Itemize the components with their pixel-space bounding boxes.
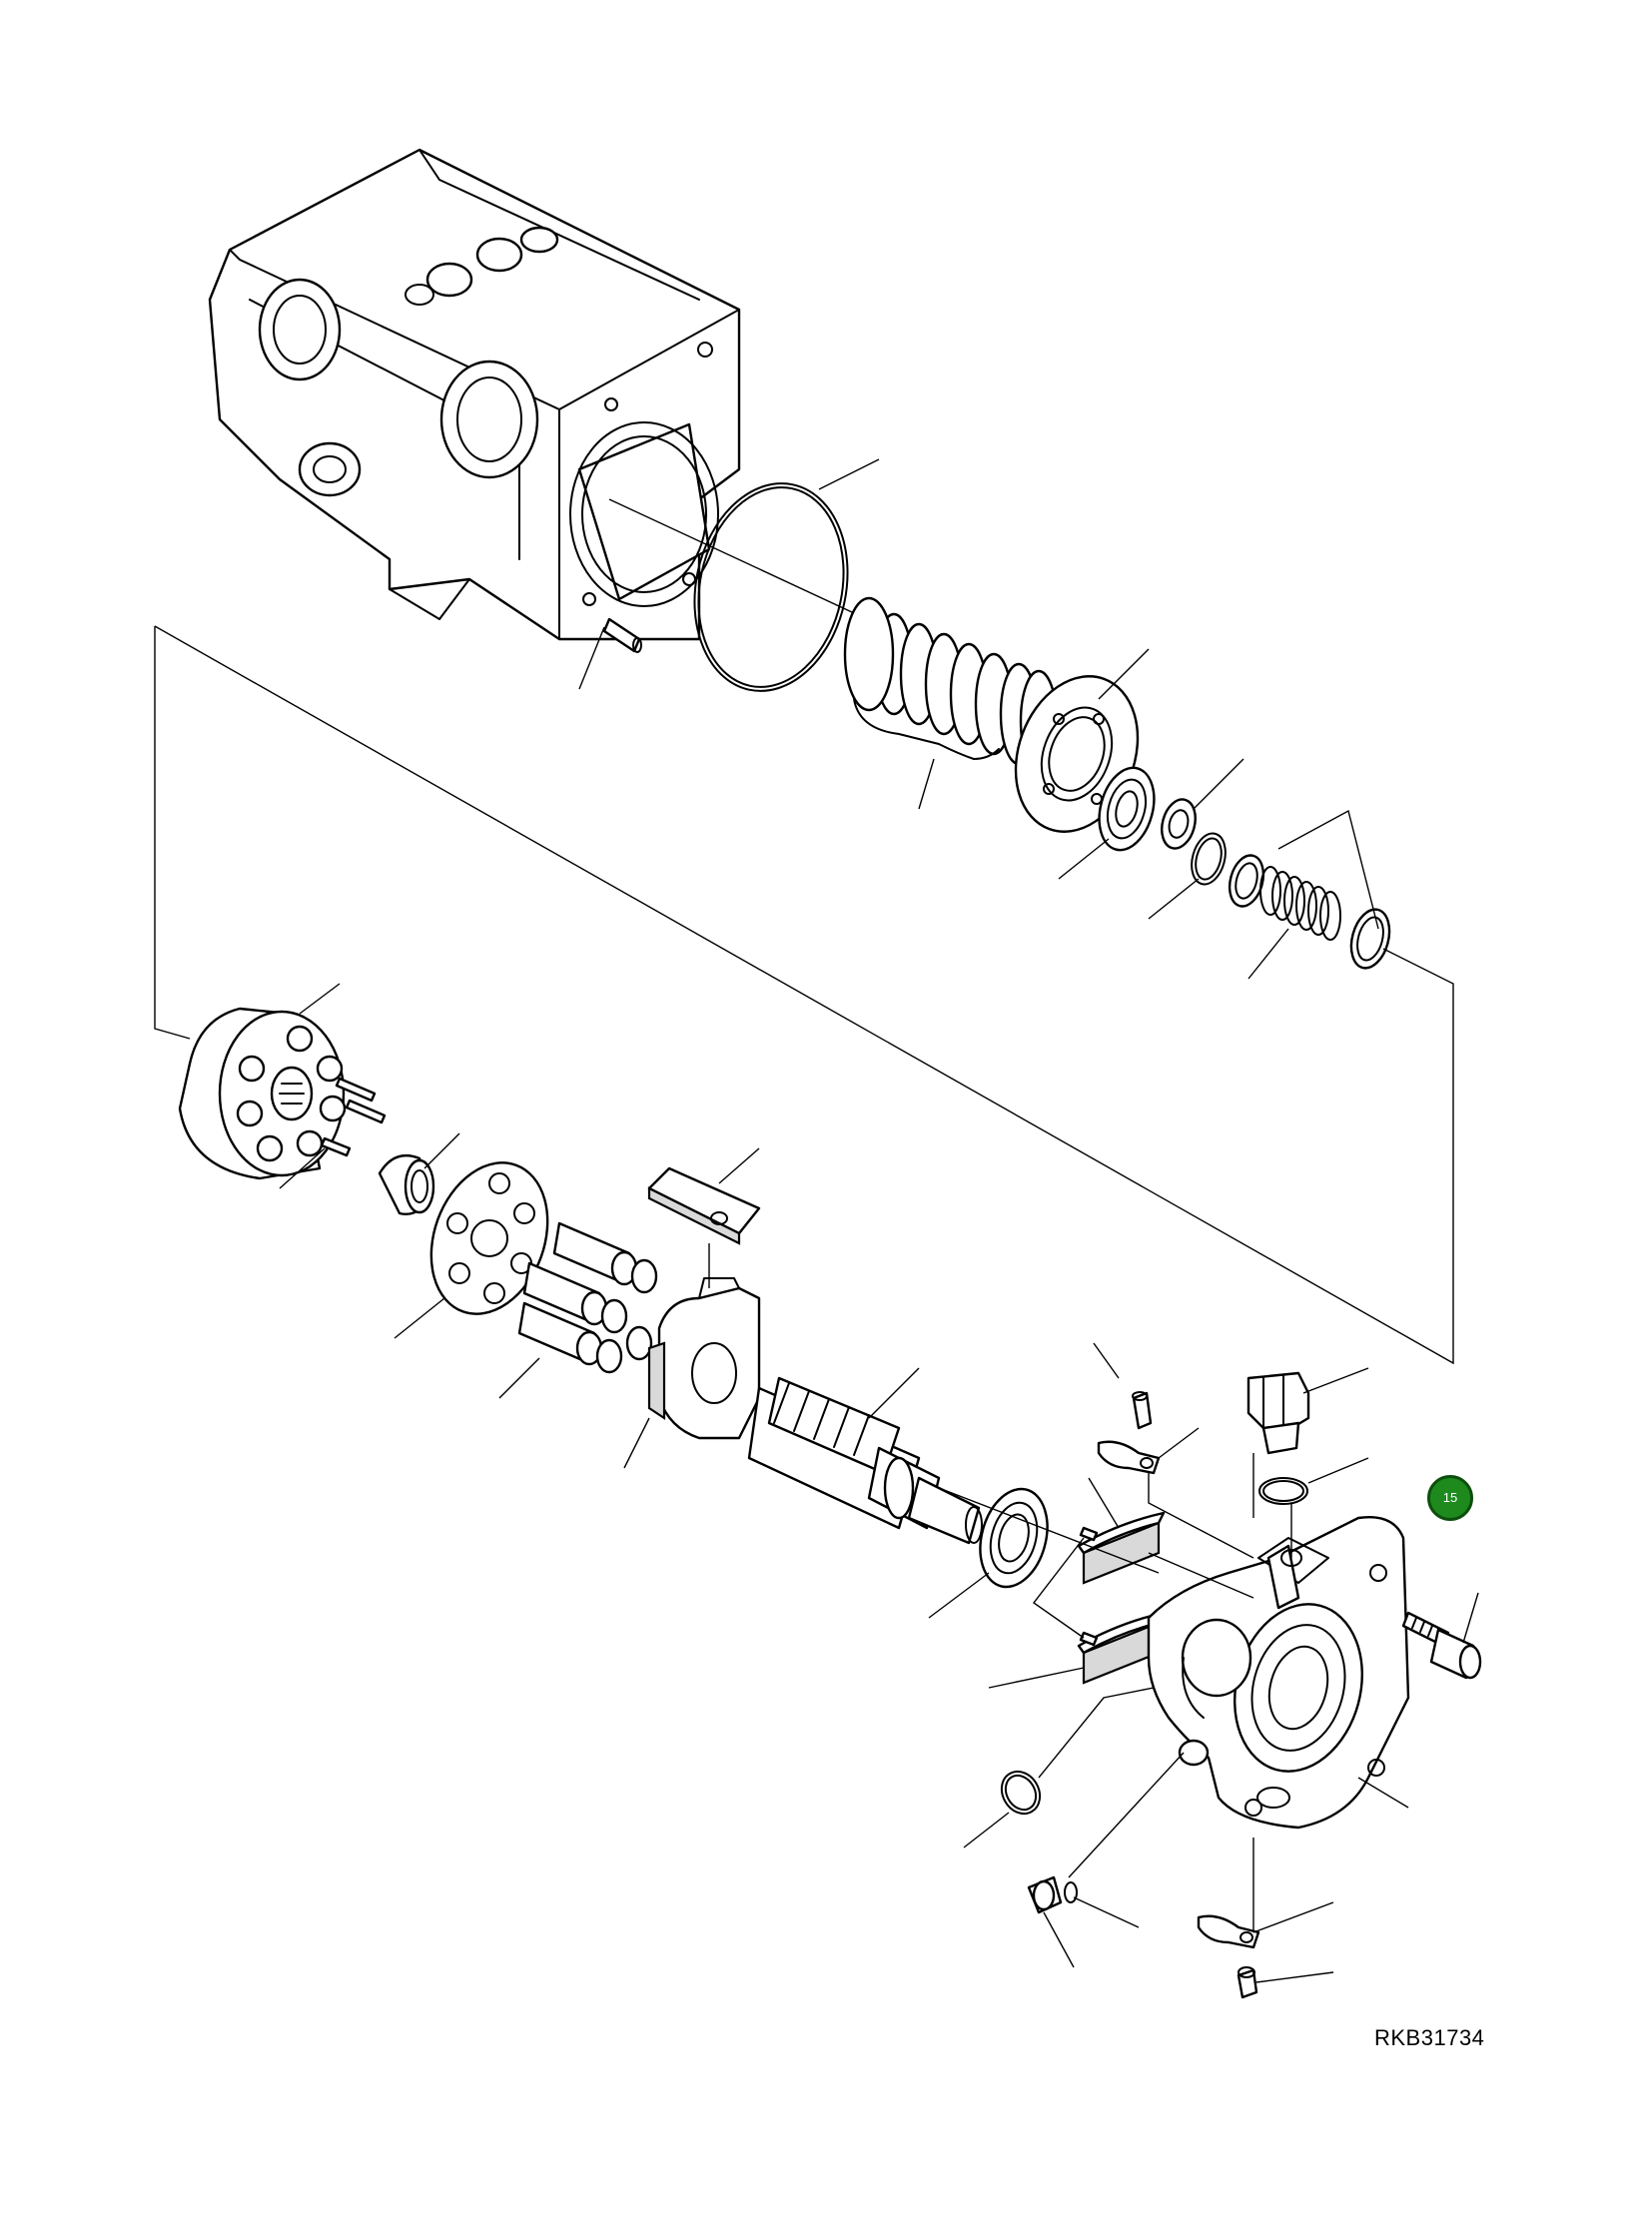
pins [280, 1079, 385, 1188]
bushing-lower [989, 1613, 1164, 1688]
cap-screw [1403, 1593, 1480, 1678]
bushing-upper [1079, 1478, 1164, 1583]
o-ring-tiny [1065, 1882, 1139, 1927]
lock-plate-bottom [1199, 1902, 1333, 1947]
drawing-id-label: RKB31734 [1374, 2025, 1485, 2050]
drive-shaft [749, 1368, 982, 1543]
bearing-upper [1059, 762, 1163, 879]
pump-case [210, 150, 739, 639]
swash-plate [624, 1278, 759, 1468]
dowel-pin [579, 619, 641, 689]
o-ring-large [676, 459, 879, 705]
guide-plate [649, 1148, 759, 1288]
callout-badge-15[interactable]: 15 [1427, 1475, 1473, 1521]
leader-v [1278, 811, 1378, 929]
plug-bolt [1248, 1368, 1368, 1453]
small-spring [1248, 867, 1340, 979]
cylinder-block [180, 984, 345, 1178]
set-screw-top [1094, 1343, 1151, 1428]
plug-lower [1029, 1877, 1074, 1967]
o-ring-small [1259, 1458, 1368, 1504]
washer [1157, 759, 1243, 852]
lock-plate-top [1099, 1428, 1199, 1473]
snap-ring [1149, 830, 1231, 919]
o-ring-medium [964, 1765, 1048, 1848]
assembly-lines [155, 626, 1453, 1932]
shoe-retainer-plate [395, 1146, 567, 1338]
end-ring [1345, 905, 1395, 972]
pistons [499, 1223, 656, 1398]
spherical-bushing [380, 1133, 459, 1214]
bearing-lower [929, 1481, 1058, 1618]
set-screw-bottom [1239, 1967, 1333, 1997]
bushing-pins [1034, 1528, 1097, 1645]
spring-seat [1225, 852, 1268, 911]
head-cover [1149, 1517, 1408, 1828]
